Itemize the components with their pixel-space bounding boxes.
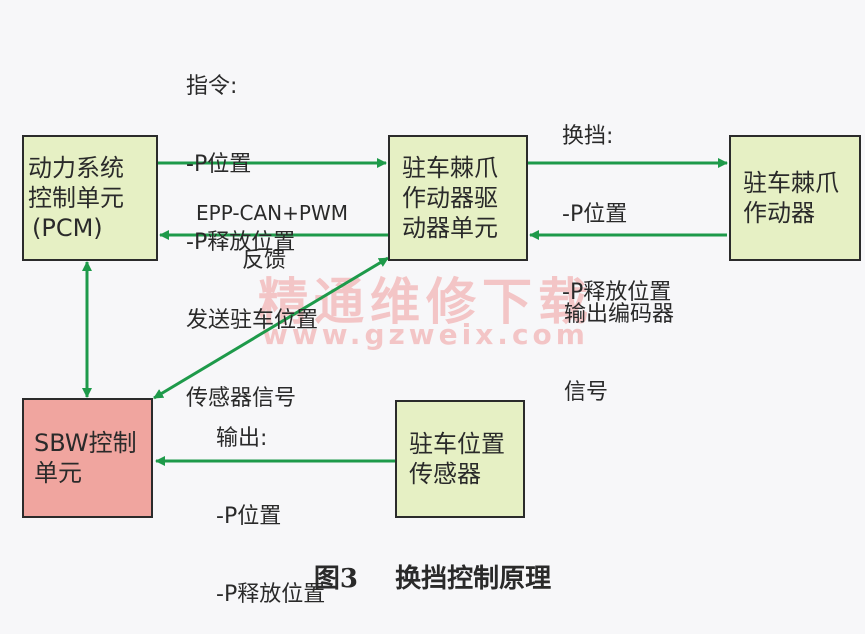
shift-label: 换挡: -P位置 -P释放位置 bbox=[562, 72, 671, 332]
figure-title: 换挡控制原理 bbox=[395, 564, 552, 594]
actuator-line-1: 驻车棘爪 bbox=[743, 169, 839, 197]
output-label: 输出: -P位置 -P释放位置 bbox=[216, 374, 325, 634]
command-line-3: -P释放位置 bbox=[186, 230, 296, 255]
epp-label: EPP-CAN+PWM bbox=[196, 201, 348, 225]
command-label: 指令: -P位置 -P释放位置 发送驻车位置 传感器信号 bbox=[186, 22, 318, 438]
output-line-3: -P释放位置 bbox=[216, 582, 326, 607]
encoder-line-1: 输出编码器 bbox=[564, 302, 675, 327]
sbw-line-1: SBW控制 bbox=[34, 429, 137, 457]
sensor-line-1: 驻车位置 bbox=[409, 430, 505, 458]
output-line-2: -P位置 bbox=[216, 504, 282, 529]
feedback-label: 反馈 bbox=[242, 248, 287, 273]
figure-caption: 图3 换挡控制原理 bbox=[0, 558, 865, 595]
command-line-1: 指令: bbox=[186, 74, 238, 99]
sensor-box: 驻车位置 传感器 bbox=[395, 400, 525, 518]
driver-line-2: 作动器驱 bbox=[402, 184, 498, 212]
driver-line-3: 动器单元 bbox=[402, 214, 498, 242]
figure-number: 图3 bbox=[313, 564, 358, 594]
actuator-line-2: 作动器 bbox=[743, 199, 815, 227]
driver-line-1: 驻车棘爪 bbox=[402, 154, 498, 182]
shift-line-1: 换挡: bbox=[562, 124, 614, 149]
shift-line-3: -P释放位置 bbox=[562, 280, 672, 305]
encoder-label: 输出编码器 信号 bbox=[564, 250, 674, 432]
command-line-4: 发送驻车位置 bbox=[186, 308, 319, 333]
connector-arrows bbox=[82, 158, 728, 466]
sbw-box: SBW控制 单元 bbox=[22, 398, 153, 518]
command-line-5: 传感器信号 bbox=[186, 386, 297, 411]
arrow-sbw-driver bbox=[153, 256, 389, 400]
driver-unit-box: 驻车棘爪 作动器驱 动器单元 bbox=[388, 135, 528, 261]
pcm-line-2: 控制单元 bbox=[28, 184, 124, 212]
sbw-line-2: 单元 bbox=[34, 459, 82, 487]
pcm-line-1: 动力系统 bbox=[28, 154, 124, 182]
output-line-1: 输出: bbox=[216, 426, 268, 451]
pcm-box: 动力系统 控制单元 (PCM) bbox=[22, 135, 158, 261]
command-line-2: -P位置 bbox=[186, 152, 252, 177]
shift-line-2: -P位置 bbox=[562, 202, 628, 227]
pcm-line-3: (PCM) bbox=[32, 214, 103, 242]
actuator-box: 驻车棘爪 作动器 bbox=[729, 135, 861, 261]
encoder-line-2: 信号 bbox=[564, 380, 609, 405]
sensor-line-2: 传感器 bbox=[409, 460, 481, 488]
